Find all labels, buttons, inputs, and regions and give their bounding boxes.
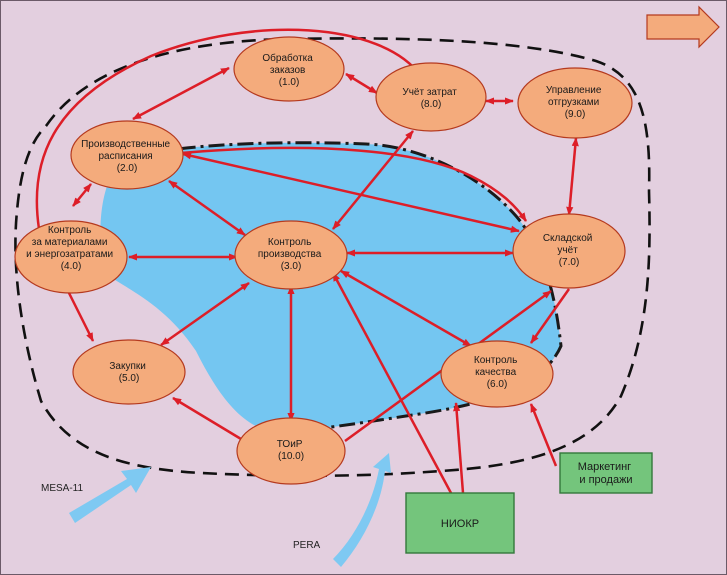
edge-4-5 [67,292,95,342]
edge-7-2 [182,152,520,233]
node-warehouse-accounting: Складской учёт (7.0) [512,213,626,289]
node-materials-energy-control: Контроль за материалами и энергозатратам… [14,220,128,294]
edge-2-3 [168,179,246,237]
edge-niokr-6 [453,402,465,494]
node-order-processing-label: Обработка заказов (1.0) [262,52,315,88]
edge-3-6 [340,269,472,348]
edge-3-5 [160,281,250,347]
node-production-control: Контроль производства (3.0) [234,220,348,290]
node-shipment-management-label: Управление отгрузками (9.0) [546,85,604,120]
node-procurement-label: Закупки (5.0) [109,361,148,384]
pera-pointer-arrow [333,453,391,567]
mesa-boundary [14,37,651,478]
edge-1-2 [132,66,230,121]
node-procurement: Закупки (5.0) [72,339,186,405]
node-shipment-management: Управление отгрузками (9.0) [517,67,633,139]
box-rnd: НИОКР [405,492,515,554]
edge-10-5 [172,396,242,441]
box-marketing-sales-label: Маркетинг и продажи [578,461,635,486]
node-production-control-label: Контроль производства (3.0) [258,237,324,272]
node-quality-control: Контроль качества (6.0) [440,340,554,408]
node-order-processing: Обработка заказов (1.0) [233,36,345,102]
node-maintenance-repair-label: ТОиР (10.0) [277,439,305,462]
node-cost-accounting: Учёт затрат (8.0) [375,62,487,132]
edge-7-6 [529,288,571,344]
mesa-pointer-arrow [69,467,151,523]
edge-9-7 [566,137,579,216]
node-warehouse-accounting-label: Складской учёт (7.0) [543,233,595,268]
mesa-label: MESA-11 [41,483,83,494]
node-materials-energy-control-label: Контроль за материалами и энергозатратам… [26,225,116,272]
node-production-schedules: Производственные расписания (2.0) [70,120,184,190]
edge-4-8 [35,28,423,230]
node-quality-control-label: Контроль качества (6.0) [474,355,520,390]
box-rnd-label: НИОКР [441,518,479,530]
right-arrow-icon [646,5,720,49]
box-marketing-sales: Маркетинг и продажи [559,452,653,494]
edge-2-7 [180,146,528,222]
node-cost-accounting-label: Учёт затрат (8.0) [402,87,459,110]
node-maintenance-repair: ТОиР (10.0) [236,417,346,485]
edge-1-8 [345,72,378,95]
pera-label: PERA [293,540,321,551]
edge-niokr-3 [331,272,453,494]
edge-marketing-6 [529,403,558,467]
node-production-schedules-label: Производственные расписания (2.0) [81,139,173,174]
edge-2-4 [72,183,92,207]
